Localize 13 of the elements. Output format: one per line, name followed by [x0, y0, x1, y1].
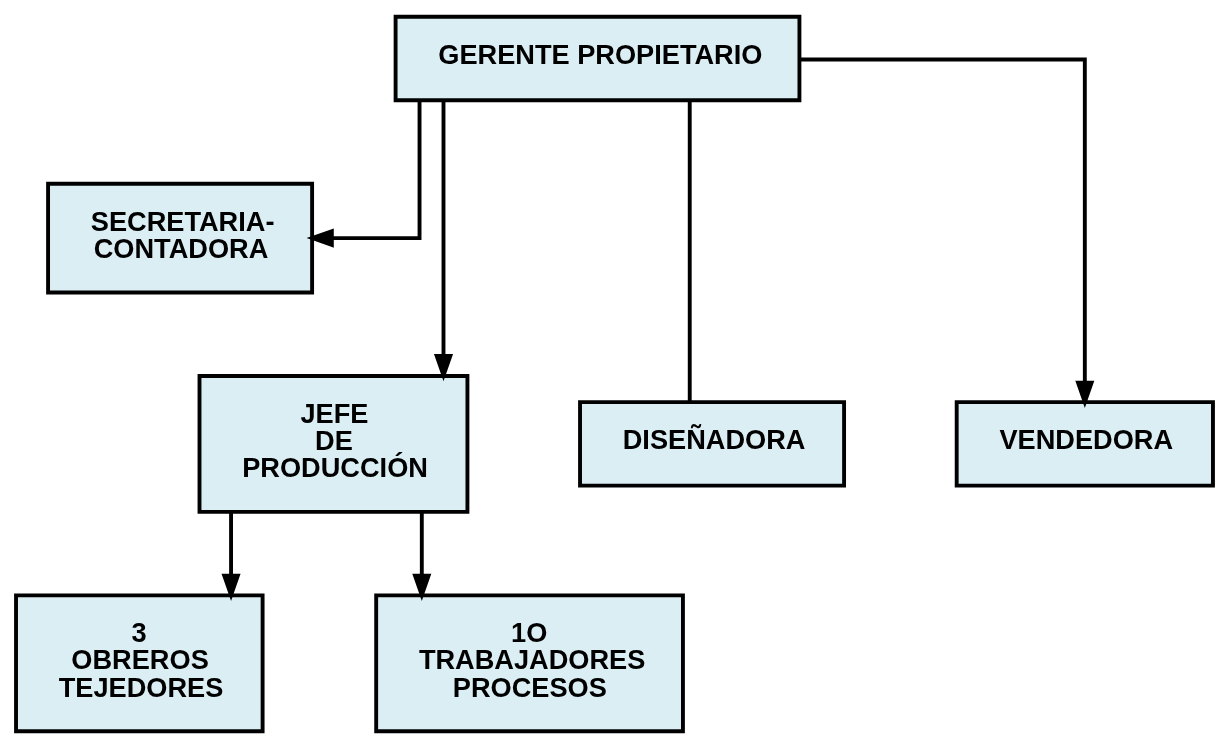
- node-box: JEFE DE PRODUCCIÓN: [197, 373, 470, 514]
- arrow: [221, 511, 241, 601]
- arrow: [306, 100, 422, 248]
- connector: [687, 100, 692, 402]
- node-box: DISEÑADORA: [578, 399, 847, 488]
- node-box: VENDEDORA: [954, 399, 1215, 488]
- node-box: 3 OBREROS TEJEDORES: [14, 592, 265, 733]
- arrow: [433, 100, 454, 381]
- arrow: [412, 511, 432, 601]
- node-box: 1O TRABAJADORES PROCESOS: [374, 592, 685, 733]
- node-box: SECRETARIA- CONTADORA: [46, 181, 315, 294]
- node-box: GERENTE PROPIETARIO: [393, 14, 802, 102]
- arrow: [799, 57, 1095, 408]
